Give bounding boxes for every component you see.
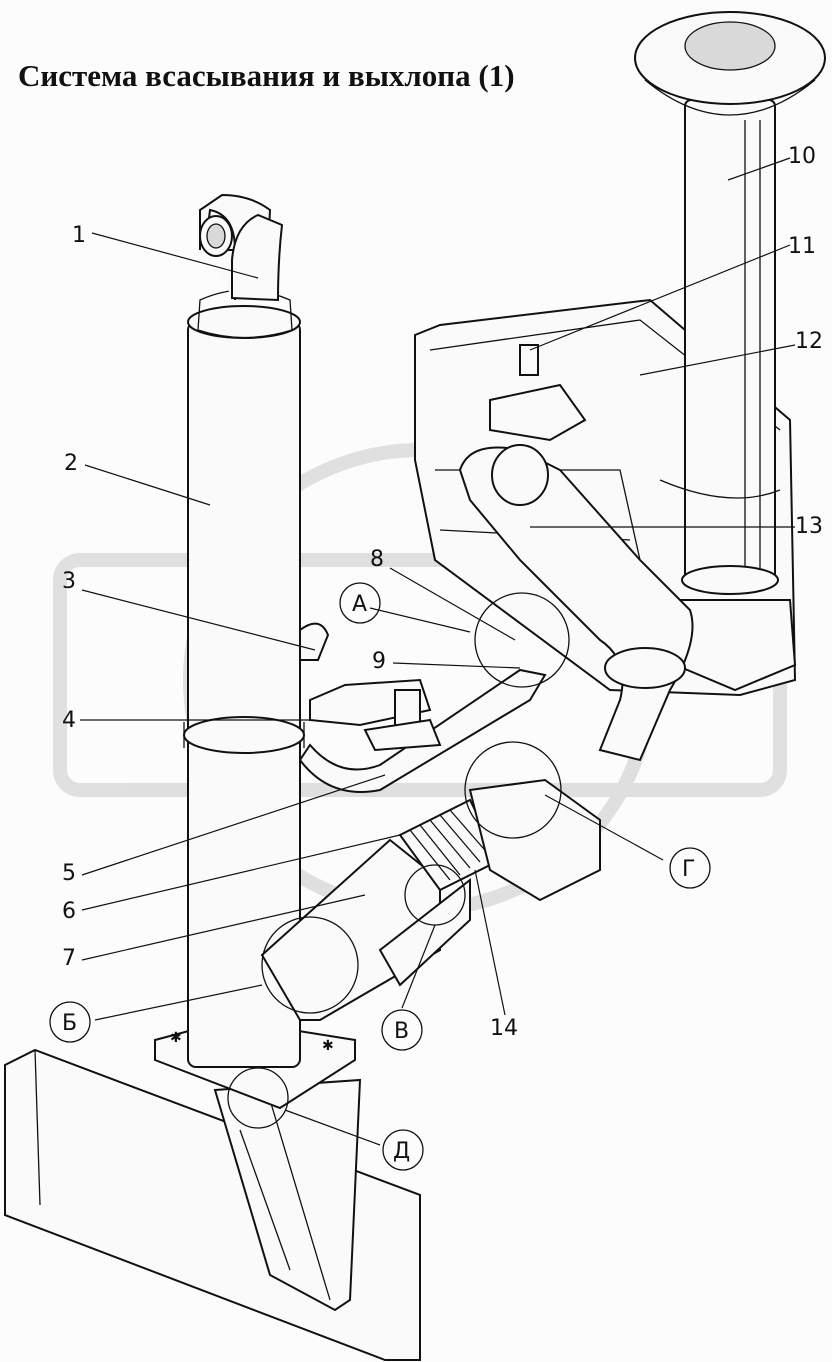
callout-9: 9: [372, 649, 386, 674]
callout-1: 1: [72, 223, 86, 248]
svg-text:✱: ✱: [170, 1029, 182, 1045]
detail-label-V: В: [394, 1019, 409, 1044]
detail-callout-G: Г: [669, 847, 711, 889]
detail-label-G: Г: [682, 857, 695, 882]
callout-8: 8: [370, 547, 384, 572]
exhaust-pipe: [260, 778, 601, 1021]
detail-circles: [227, 592, 570, 1129]
callout-6: 6: [62, 899, 76, 924]
callout-5: 5: [62, 861, 76, 886]
callout-3: 3: [62, 569, 76, 594]
callout-10: 10: [788, 144, 816, 169]
frame-beam: [4, 1048, 421, 1361]
leader-lines: [80, 157, 796, 1146]
callout-11: 11: [788, 234, 816, 259]
detail-callout-B: Б: [49, 1001, 91, 1043]
intake-hose: [458, 444, 694, 762]
small-pipe: [298, 668, 547, 793]
detail-callout-A: А: [339, 582, 381, 624]
muffler: [183, 289, 305, 1068]
callout-14: 14: [490, 1016, 518, 1041]
svg-text:✱: ✱: [322, 1037, 334, 1053]
callout-2: 2: [64, 451, 78, 476]
callout-7: 7: [62, 946, 76, 971]
detail-callout-V: В: [381, 1009, 423, 1051]
page-title: Система всасывания и выхлопа (1): [18, 58, 515, 93]
intake-pipe: [634, 11, 826, 595]
callout-4: 4: [62, 708, 76, 733]
detail-label-A: А: [352, 592, 367, 617]
exhaust-elbow: [199, 193, 284, 302]
detail-callout-D: Д: [382, 1129, 424, 1171]
detail-label-B: Б: [62, 1011, 77, 1036]
callout-13: 13: [795, 514, 823, 539]
callout-12: 12: [795, 329, 823, 354]
detail-label-D: Д: [393, 1139, 410, 1164]
clamp: [299, 622, 330, 661]
bracket: [309, 678, 442, 752]
